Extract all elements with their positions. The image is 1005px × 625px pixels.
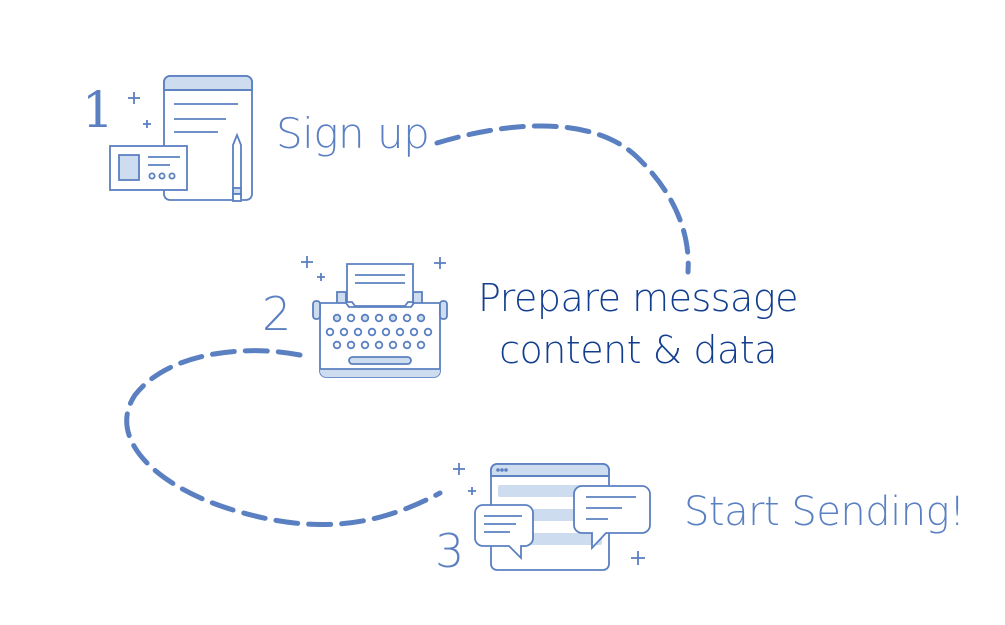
typewriter-key: [423, 327, 433, 337]
typewriter-key: [388, 313, 398, 323]
connector-step2-to-step3: [124, 348, 443, 527]
typewriter-key: [346, 313, 356, 323]
typewriter-key: [325, 327, 335, 337]
typewriter-key: [346, 340, 356, 350]
sparkle-icon: [128, 92, 151, 128]
sparkle-icon: [301, 256, 446, 281]
typewriter-key: [402, 313, 412, 323]
typewriter-icon: [301, 256, 448, 378]
chat-window-icon: [453, 463, 651, 571]
step-1-label: Sign up: [276, 109, 430, 158]
typewriter-key: [332, 340, 342, 350]
step-2-label-line-1: Prepare message: [478, 276, 799, 320]
step-2-label-line-2: content & data: [499, 328, 777, 372]
typewriter-key: [332, 313, 342, 323]
sparkle-icon: [453, 463, 645, 565]
typewriter-key: [409, 327, 419, 337]
typewriter-key: [367, 327, 377, 337]
signup-form-icon: [109, 75, 253, 202]
typewriter-key: [360, 340, 370, 350]
typewriter-key: [374, 340, 384, 350]
typewriter-keys: [325, 313, 433, 350]
step-2-label: Prepare message content & data: [478, 272, 799, 376]
typewriter-key: [402, 340, 412, 350]
typewriter-key: [416, 340, 426, 350]
typewriter-key: [374, 313, 384, 323]
typewriter-key: [360, 313, 370, 323]
step-1-number: 1: [82, 81, 114, 139]
connector-step1-to-step2: [434, 123, 691, 275]
typewriter-key: [388, 340, 398, 350]
typewriter-key: [381, 327, 391, 337]
typewriter-key: [395, 327, 405, 337]
step-3-number: 3: [435, 524, 465, 578]
typewriter-key: [353, 327, 363, 337]
typewriter-key: [339, 327, 349, 337]
step-3-label: Start Sending!: [684, 489, 965, 535]
typewriter-key: [416, 313, 426, 323]
step-2-number: 2: [262, 287, 292, 341]
